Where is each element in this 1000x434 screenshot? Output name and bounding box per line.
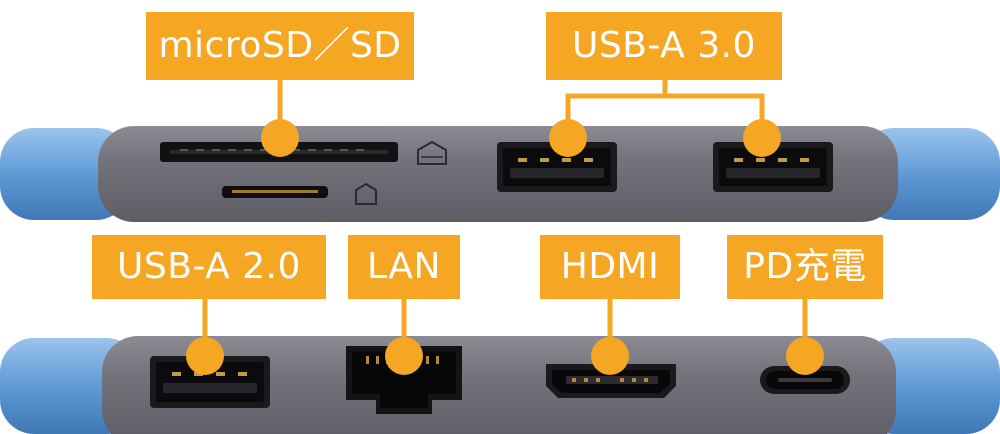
bottom-hub-device xyxy=(0,336,1000,434)
usb-a-20-port xyxy=(150,356,270,408)
bottom-hub-body xyxy=(102,336,896,434)
sd-card-icon xyxy=(417,140,447,165)
usb-c-pd-port xyxy=(760,366,850,394)
microsd-card-slot xyxy=(222,186,328,198)
usb-a-30-port-2 xyxy=(713,142,833,192)
hdmi-port xyxy=(546,364,676,398)
callout-dots xyxy=(186,119,824,375)
usb-a-30-port-1 xyxy=(497,142,617,192)
label-lan: LAN xyxy=(348,235,460,299)
top-left-bumper xyxy=(0,128,130,220)
label-pd: PD充電 xyxy=(727,235,883,299)
label-hdmi: HDMI xyxy=(540,235,680,299)
top-hub-device xyxy=(0,126,1000,222)
microsd-card-icon xyxy=(355,182,377,205)
lan-port xyxy=(346,346,462,414)
label-card-slots: microSD／SD xyxy=(146,12,414,80)
label-usb-a-30: USB-A 3.0 xyxy=(546,12,782,80)
label-usb-a-20: USB-A 2.0 xyxy=(92,235,326,299)
